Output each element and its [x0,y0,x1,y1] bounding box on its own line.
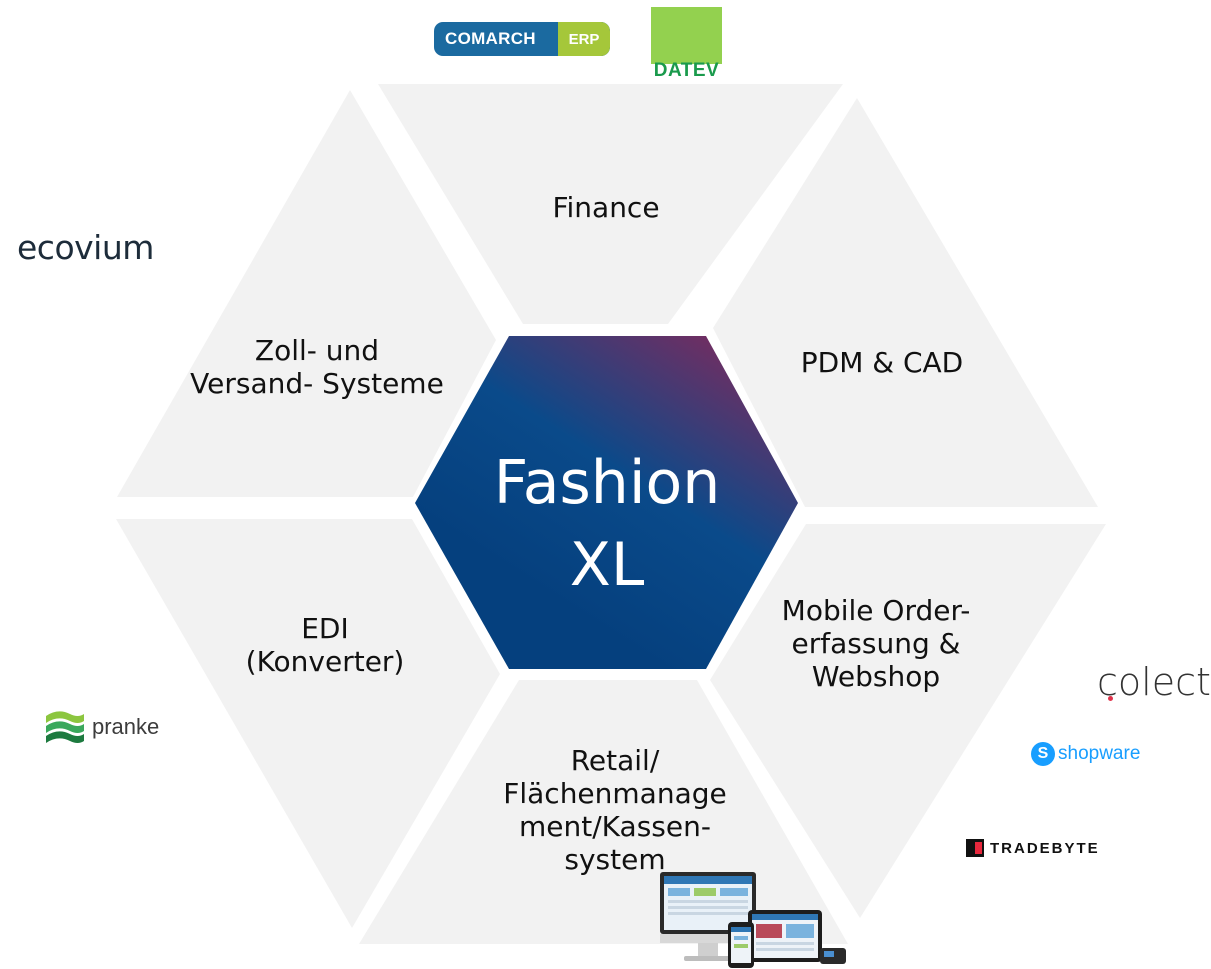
fashion-xl-center-hexagon [415,336,798,669]
datev-logo [651,7,722,64]
pdm-cad-label: PDM & CAD [800,346,964,379]
zoll-versand-segment [117,90,496,497]
edi-segment [116,519,500,928]
pranke-wave-icon [46,711,84,743]
mobile-order-label: Mobile Order- erfassung & Webshop [781,594,971,693]
comarch-erp-logo: COMARCH ERP [434,22,610,56]
finance-segment [378,84,843,324]
retail-label: Retail/ Flächenmanage ment/Kassen- syste… [503,744,727,876]
center-title-line2: XL [569,530,645,600]
edi-label: EDI (Konverter) [245,612,405,678]
pdm-cad-segment [713,98,1098,507]
colect-logo: colect [1097,660,1211,704]
finance-label: Finance [552,191,660,224]
mobile-order-segment [710,524,1106,918]
pranke-logo: pranke [44,708,159,746]
devices-illustration [660,872,846,968]
tradebyte-mark-icon [966,839,984,857]
shopware-logo: S shopware [1031,742,1140,766]
center-title: Fashion XL [494,442,720,606]
center-title-line1: Fashion [493,448,721,518]
tradebyte-logo: TRADEBYTE [966,839,1100,857]
datev-logo-text: DATEV [653,60,720,81]
ecovium-logo: ecovium [17,228,154,267]
zoll-versand-label: Zoll- und Versand- Systeme [190,334,444,400]
colect-logo-dot [1108,696,1113,701]
shopware-s-icon: S [1031,742,1055,766]
